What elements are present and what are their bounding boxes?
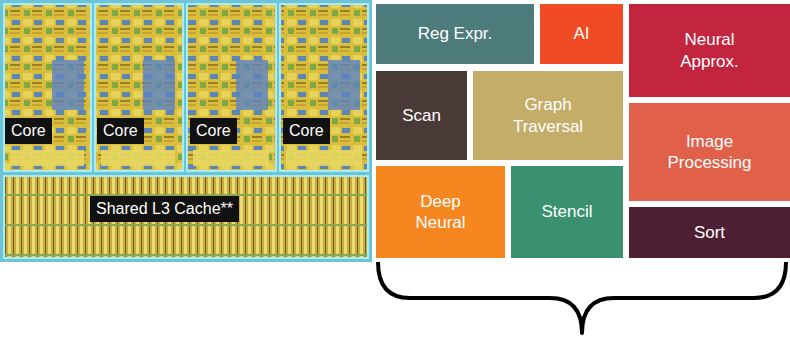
workload-tile: Deep Neural [376, 166, 505, 258]
workload-tile: Image Processing [629, 103, 790, 201]
node-text: Neural Approx. [655, 29, 765, 72]
chip-label: Core [5, 118, 52, 144]
workload-tile: AI [540, 4, 623, 64]
workload-tile: Stencil [511, 166, 623, 258]
chip-label: Core [97, 118, 144, 144]
die-border [0, 0, 372, 262]
node-text: Core [196, 121, 231, 141]
node-text: Core [103, 121, 138, 141]
workload-tile: Graph Traversal [473, 71, 623, 160]
node-text: Shared L3 Cache** [96, 199, 233, 219]
workload-tile: Sort [629, 207, 790, 258]
node-text: Stencil [541, 201, 592, 222]
core-areas [4, 4, 368, 171]
workload-tile: Reg Expr. [376, 4, 534, 64]
node-text: Core [289, 121, 324, 141]
chip-label: Core [283, 118, 330, 144]
chip-label: Core [190, 118, 237, 144]
node-text: Image Processing [655, 131, 765, 174]
chip-label: Shared L3 Cache** [90, 196, 239, 222]
node-text: Core [11, 121, 46, 141]
cache-area [4, 176, 368, 258]
workload-tile: Scan [376, 71, 467, 160]
curly-brace [378, 262, 786, 333]
node-text: Graph Traversal [501, 94, 596, 137]
node-text: Scan [402, 105, 441, 126]
workload-tile: Neural Approx. [629, 4, 790, 97]
node-text: AI [573, 23, 589, 44]
node-text: Sort [694, 222, 725, 243]
node-text: Reg Expr. [418, 23, 493, 44]
node-text: Deep Neural [401, 191, 481, 234]
